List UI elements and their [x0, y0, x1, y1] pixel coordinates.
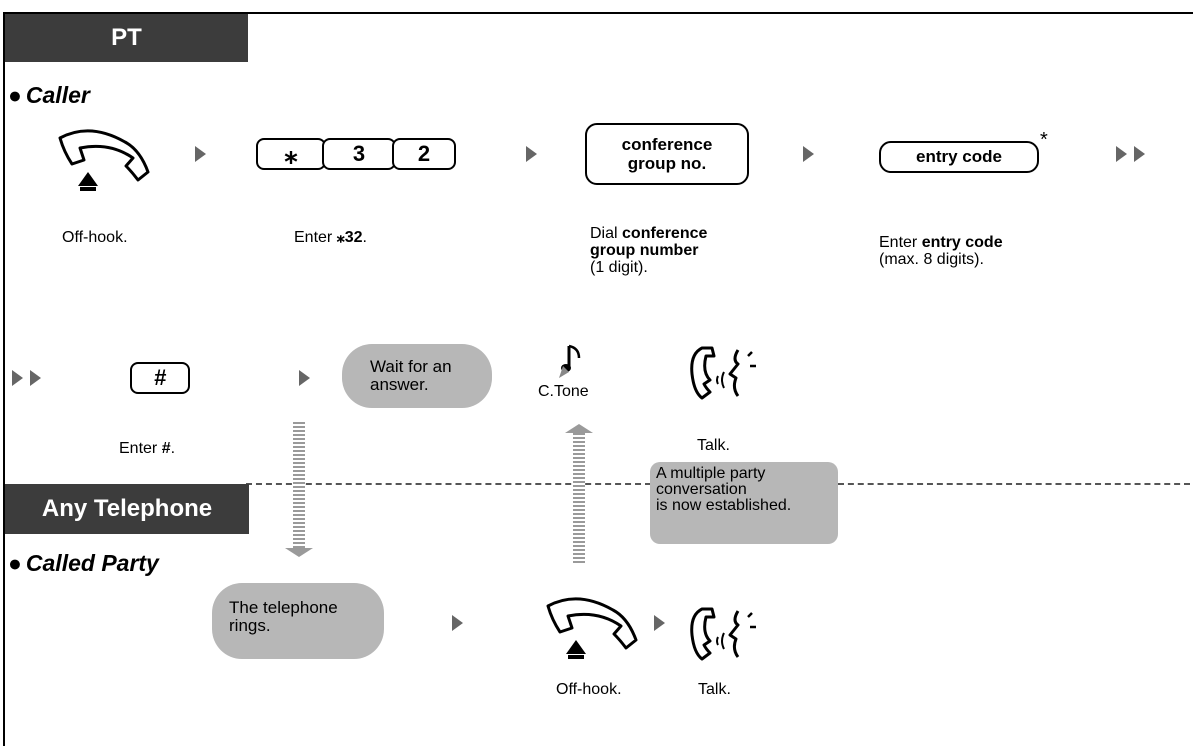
step-offhook-called-label: Off-hook. — [556, 681, 622, 698]
step-offhook-label: Off-hook. — [62, 229, 128, 246]
step-entry-code-label: Enter entry code(max. 8 digits). — [879, 234, 1003, 268]
talk-icon — [690, 346, 756, 400]
continue-arrow — [1116, 146, 1127, 162]
talk-label: Talk. — [697, 437, 730, 454]
section-called-party: ●Called Party — [8, 550, 159, 576]
step-arrow — [803, 146, 814, 162]
continue-arrow — [12, 370, 23, 386]
entry-code-footnote-mark: * — [1040, 129, 1048, 151]
step-enter-hash-label: Enter #. — [119, 440, 176, 457]
diagram-frame — [3, 12, 1193, 746]
section-caller: ●Caller — [8, 82, 90, 108]
section-divider — [838, 483, 1190, 485]
two-key: 2 — [392, 138, 456, 170]
three-key: 3 — [322, 138, 396, 170]
step-arrow — [299, 370, 310, 386]
step-arrow — [654, 615, 665, 631]
offhook-handset-icon — [58, 129, 150, 191]
pt-tab: PT — [5, 14, 248, 62]
any-telephone-tab: Any Telephone — [5, 484, 249, 534]
entry-code-key: entry code — [879, 141, 1039, 173]
ringing-arrow-head — [285, 548, 313, 557]
answer-arrow-icon — [573, 433, 585, 563]
ringing-arrow-icon — [293, 422, 305, 548]
hash-key: # — [130, 362, 190, 394]
ctone-label: C.Tone — [538, 383, 589, 400]
section-divider — [246, 483, 651, 485]
step-arrow — [452, 615, 463, 631]
continue-arrow — [1134, 146, 1145, 162]
answer-arrow-head — [565, 424, 593, 433]
continue-arrow — [30, 370, 41, 386]
step-arrow — [526, 146, 537, 162]
talk-called-label: Talk. — [698, 681, 731, 698]
step-enter-code-label: Enter ⁎32. — [294, 229, 367, 246]
step-arrow — [195, 146, 206, 162]
talk-icon — [690, 607, 756, 661]
offhook-handset-icon — [546, 597, 638, 659]
star-key: ⁎ — [256, 138, 326, 170]
confirmation-tone-icon — [559, 344, 581, 378]
